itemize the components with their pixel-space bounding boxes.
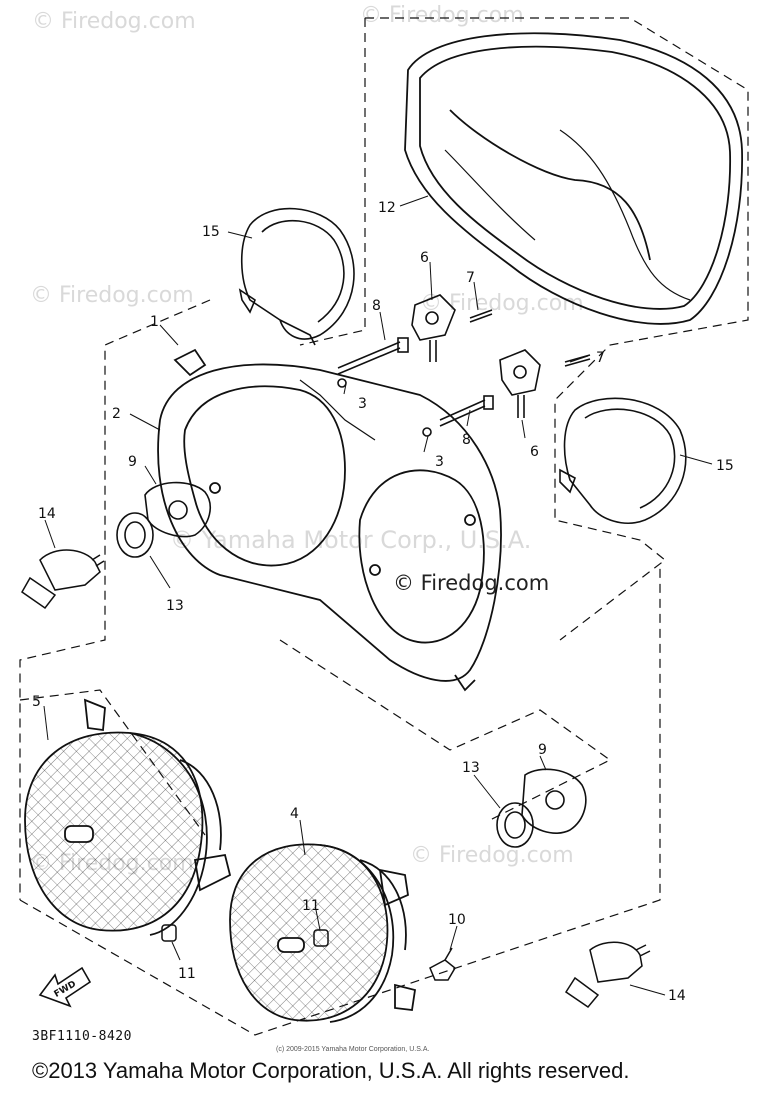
callout-7b: 7 [596,350,605,366]
cowling [404,32,743,325]
callout-8a: 8 [372,298,381,314]
callout-3b: 3 [435,454,444,470]
outline-bottom-center [279,639,612,821]
small-copyright: (c) 2009-2015 Yamaha Motor Corporation, … [276,1046,430,1053]
watermark-top-right: © Firedog.com [360,3,524,28]
brackets-and-bolts [337,294,591,437]
callout-5: 5 [32,694,41,710]
callout-15a: 15 [202,224,220,240]
watermark-mid-right: © Firedog.com [420,291,584,316]
callout-11a: 11 [178,966,196,982]
watermark-top: © Firedog.com [32,9,196,34]
fwd-label: FWD [53,979,78,999]
callout-9b: 9 [538,742,547,758]
headlight-ring-upper [238,207,355,346]
leader-lines [43,195,713,996]
callout-11b: 11 [302,898,320,914]
callout-9a: 9 [128,454,137,470]
callout-15b: 15 [716,458,734,474]
callout-10: 10 [448,912,466,928]
headlight-unit-left [24,698,232,936]
callout-6a: 6 [420,250,429,266]
callout-4: 4 [290,806,299,822]
socket-assembly-right [496,768,587,848]
callout-12: 12 [378,200,396,216]
callout-8b: 8 [462,432,471,448]
callout-1: 1 [150,314,159,330]
headlight-housing [157,348,502,692]
callout-14b: 14 [668,988,686,1004]
outline-lower [19,565,661,1036]
watermark-left: © Firedog.com [30,283,194,308]
watermark-yamaha: © Yamaha Motor Corp., U.S.A. [170,526,531,554]
callout-6b: 6 [530,444,539,460]
watermark-bottom-right: © Firedog.com [410,843,574,868]
bulb-right [564,941,651,1009]
position-bulb [429,947,456,981]
callout-numbers: 1 2 3 3 4 5 6 6 7 7 8 8 9 9 10 11 11 12 … [32,200,734,1004]
adjust-screws [161,924,329,947]
callout-7a: 7 [466,270,475,286]
diagram-code: 3BF1110-8420 [32,1029,132,1044]
socket-assembly-left [116,481,211,558]
headlight-unit-right [229,843,417,1023]
forward-arrow-icon: FWD [38,966,92,1008]
outline-headlight-housing [19,299,211,900]
bulb-left [21,549,105,610]
watermark-center: © Firedog.com [393,571,549,595]
headlight-ring-lower [559,397,687,524]
callout-3a: 3 [358,396,367,412]
copyright-footer: ©2013 Yamaha Motor Corporation, U.S.A. A… [32,1058,630,1083]
callout-13b: 13 [462,760,480,776]
outline-upper-cowl-left [299,18,366,346]
outline-upper-cowl [365,17,749,641]
callout-13a: 13 [166,598,184,614]
callout-2: 2 [112,406,121,422]
callout-14a: 14 [38,506,56,522]
